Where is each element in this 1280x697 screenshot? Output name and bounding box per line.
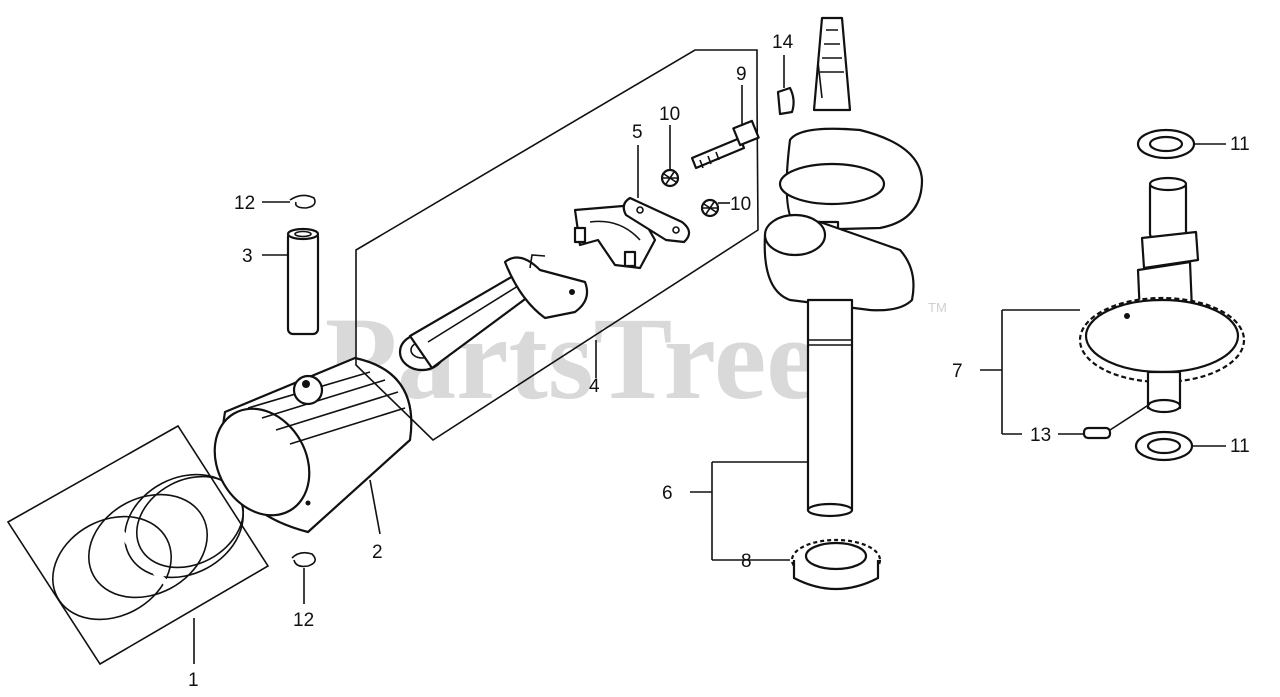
leader-line-2 bbox=[369, 479, 381, 535]
callout-9: 9 bbox=[736, 64, 747, 85]
crankshaft-part[interactable] bbox=[763, 16, 924, 518]
leader-line-13c bbox=[1109, 403, 1151, 431]
camshaft-pin-part[interactable] bbox=[1082, 426, 1112, 440]
callout-6: 6 bbox=[662, 483, 673, 504]
watermark-trademark: TM bbox=[928, 300, 947, 315]
callout-3: 3 bbox=[242, 246, 253, 267]
pin-clip-top-part[interactable] bbox=[289, 194, 316, 209]
lock-washer-top-part[interactable] bbox=[660, 168, 680, 188]
connecting-rod-group-outline bbox=[355, 49, 759, 442]
callout-2: 2 bbox=[372, 542, 383, 563]
lock-plate-part[interactable] bbox=[622, 196, 691, 244]
piston-pin-part[interactable] bbox=[286, 227, 320, 336]
callout-8: 8 bbox=[741, 551, 752, 572]
callout-11-top: 11 bbox=[1230, 134, 1250, 155]
piston-rings-part[interactable] bbox=[6, 424, 270, 666]
callout-4: 4 bbox=[589, 376, 600, 397]
thrust-washer-bottom-part[interactable] bbox=[1134, 430, 1194, 462]
crankshaft-gear-part[interactable] bbox=[790, 538, 882, 591]
callout-10-side: 10 bbox=[730, 194, 751, 215]
woodruff-key-part[interactable] bbox=[776, 86, 795, 116]
callout-12-top: 12 bbox=[234, 193, 255, 214]
camshaft-part[interactable] bbox=[1078, 176, 1246, 414]
rod-bolt-part[interactable] bbox=[690, 119, 760, 170]
callout-1: 1 bbox=[188, 670, 199, 691]
piston-part[interactable] bbox=[196, 356, 413, 534]
callout-5: 5 bbox=[632, 122, 643, 143]
thrust-washer-top-part[interactable] bbox=[1136, 128, 1196, 160]
callout-11-bottom: 11 bbox=[1230, 436, 1250, 457]
lock-washer-side-part[interactable] bbox=[700, 198, 720, 218]
connecting-rod-part[interactable] bbox=[398, 254, 589, 372]
callout-10-top: 10 bbox=[659, 104, 680, 125]
callout-13: 13 bbox=[1030, 425, 1051, 446]
callout-14: 14 bbox=[772, 32, 794, 53]
pin-clip-bottom-part[interactable] bbox=[291, 551, 316, 568]
callout-7: 7 bbox=[952, 361, 963, 382]
callout-12-bottom: 12 bbox=[293, 610, 314, 631]
